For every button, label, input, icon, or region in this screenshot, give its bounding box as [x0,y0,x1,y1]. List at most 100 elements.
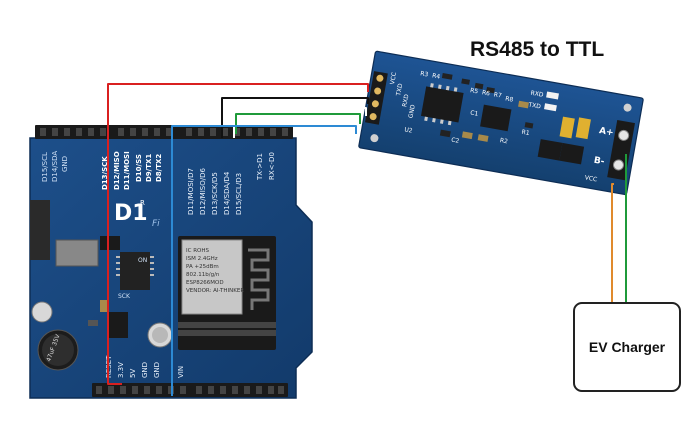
svg-text:R2: R2 [499,137,508,145]
ic-chip [100,236,120,250]
top-mid-pin-labels: D13/SCK D12/MISO D11/MOSI D10/SS D9/TX1 … [101,151,163,190]
txd-led [544,103,557,112]
rxd-led [546,91,559,100]
pin-label: D13/SCK/D5 [211,172,219,215]
led-label-rxd: RXD [530,90,544,99]
pin-label: D9/TX1 [145,154,153,182]
rs485-module: VCC TXD RXD GND RXD TXD [358,50,644,203]
wire-black-tx-txd [221,97,369,138]
antenna-trace [248,248,270,310]
screw-terminal [607,120,635,181]
led-label-txd: TXD [527,101,542,110]
mounting-hole [370,134,379,143]
rs485-component-labels: R4 R3 R5 R6 R7 R8 R1 R2 C1 C2 U2 VCC [404,70,598,183]
wire-red-5v-vcc [107,83,369,385]
tvs-diode [559,116,575,139]
svg-text:R1: R1 [521,129,530,137]
esp-castellation [178,322,276,336]
wire-orange-b-charger [611,183,614,304]
smd-part [100,300,108,312]
pin-label: GND [407,104,416,119]
svg-text:U2: U2 [404,126,413,134]
top-pin-header [35,125,293,139]
wire-blue-gnd-gnd [171,125,357,396]
pin-label: D15/SCL [41,152,49,182]
top-left-pin-labels: D15/SCL D14/SDA GND [41,151,69,182]
svg-text:C2: C2 [451,137,460,145]
pin-label: GND [153,362,161,378]
a-plus-label: A+ [598,126,614,138]
pin-label: D8/TX2 [155,154,163,182]
pin-label: VIN [177,366,185,378]
chip-pins [424,83,458,126]
svg-text:R8: R8 [505,95,514,103]
transceiver-chip [480,104,512,132]
esp8266-module-text: IC ROHS ISM 2.4GHz PA +25dBm 802.11b/g/n… [186,248,244,294]
pin-label: D14/SDA [51,151,59,182]
capacitor-top [42,334,74,366]
wire-white-rx-rxd [233,107,367,138]
capacitor-silver-top [152,327,168,343]
usb-connector [55,239,99,267]
jumper-block [537,139,563,161]
rs485-pin-header [365,71,388,125]
capacitor-small [31,301,53,323]
dc-jack [30,200,50,260]
regulator [108,312,128,338]
pin-label: D11/MOSI/D7 [187,168,195,215]
pin-label: D12/MISO/D6 [199,168,207,215]
svg-text:ESP8266MOD: ESP8266MOD [186,280,224,286]
top-right-pin-labels: D11/MOSI/D7 D12/MISO/D6 D13/SCK/D5 D14/S… [187,152,276,215]
svg-text:VENDOR: AI-THINKER: VENDOR: AI-THINKER [186,288,244,294]
svg-text:VCC: VCC [584,174,598,183]
smd-resistors [439,73,534,142]
svg-text:ISM 2.4GHz: ISM 2.4GHz [186,256,218,262]
ev-charger-label: EV Charger [588,339,666,355]
wifi-label: Fi [152,219,160,229]
b-minus-label: B- [593,156,605,168]
ch340-chip [120,252,150,290]
svg-text:R6: R6 [481,89,490,97]
pin-label: D10/SS [135,154,143,182]
d1-logo: D1 [114,201,148,226]
pin-label: 3.3V [117,362,125,378]
pin-label: D11/MOSI [123,151,131,190]
pin-label: TXD [395,83,404,98]
pin-label: D14/SDA/D4 [223,171,231,215]
pin-label: RX<-D0 [268,152,276,180]
ev-charger-box: EV Charger [573,302,681,392]
pin-label: 5V [129,369,137,378]
diagram-title: RS485 to TTL [470,38,605,61]
pin-label: VCC [389,72,398,86]
wires [107,83,627,396]
svg-text:R5: R5 [470,87,479,95]
svg-text:IC ROHS: IC ROHS [186,248,209,254]
svg-text:C1: C1 [470,109,479,117]
pin-label: GND [61,156,69,172]
pin-label: D13/SCK [101,156,109,190]
pin-label: RXD [401,93,410,107]
max485-chip [420,86,464,123]
pin-label: D12/MISO [113,151,121,190]
svg-text:R4: R4 [432,72,441,80]
pin-label: TX->D1 [256,153,264,181]
svg-text:R3: R3 [420,70,429,78]
sck-label: SCK [118,293,131,300]
esp8266-shield [181,239,243,315]
top-header-pins [40,128,288,136]
svg-text:PA +25dBm: PA +25dBm [186,264,219,270]
wire-green-rs485 [235,113,361,134]
jumper-block [559,142,585,165]
svg-text:802.11b/g/n: 802.11b/g/n [186,272,220,278]
mounting-hole [623,103,632,112]
bottom-pin-header [92,383,288,397]
smd-part [88,320,98,326]
tvs-diode [575,117,591,140]
pin-label: D15/SCL/D3 [235,173,243,215]
d1-logo-suffix: R [140,199,145,207]
svg-text:R7: R7 [493,91,502,99]
usb-serial-pins [116,256,154,276]
rs485-pin-labels: VCC TXD RXD GND [389,72,417,119]
